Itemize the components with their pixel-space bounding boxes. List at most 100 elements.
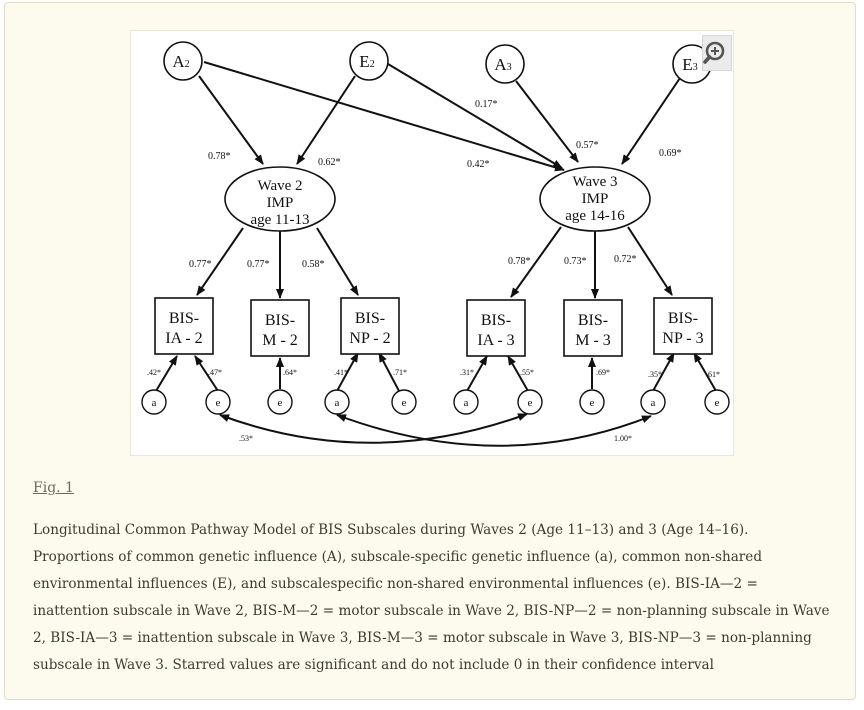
path-diagram-figure[interactable]: A2 E2 A3 E3 Wave 2 IMP age 11-13 Wave 3 … — [130, 30, 734, 456]
path-wave2-ia — [196, 227, 244, 296]
loading-label: .64* — [283, 368, 297, 377]
wave3-factor — [539, 166, 651, 232]
box-label: BIS- — [481, 312, 511, 329]
figure-link[interactable]: Fig. 1 — [33, 480, 74, 496]
wave2-line1: Wave 2 — [257, 178, 302, 194]
specific-node — [141, 389, 167, 415]
path-specific-a-np2 — [336, 352, 359, 392]
specific-node-label: e — [278, 397, 283, 409]
specific-node — [391, 389, 417, 415]
specific-node-label: e — [715, 397, 720, 409]
specific-node-label: a — [152, 397, 157, 409]
specific-node-label: e — [528, 397, 533, 409]
loading-label: .31* — [460, 368, 474, 377]
box-label: IA - 2 — [165, 330, 202, 347]
wave3-line1: Wave 3 — [572, 174, 617, 190]
wave2-factor — [224, 166, 336, 232]
specific-node — [704, 389, 730, 415]
path-e2-wave2 — [296, 75, 356, 165]
coef-a2-wave3: 0.42* — [467, 159, 490, 170]
specific-node-label: e — [590, 397, 595, 409]
coef-wave2-ia: 0.77* — [189, 259, 212, 270]
wave2-line3: age 11-13 — [250, 212, 309, 228]
path-a3-wave3 — [515, 80, 579, 163]
specific-node — [640, 389, 666, 415]
specific-node — [453, 389, 479, 415]
correlation-arc-a — [336, 414, 652, 447]
loading-label: .42* — [147, 368, 161, 377]
box-label: M - 2 — [262, 332, 298, 349]
specific-node-label: e — [216, 397, 221, 409]
specific-node — [324, 389, 350, 415]
path-wave3-np — [627, 226, 673, 296]
wave3-line3: age 14-16 — [565, 208, 625, 224]
coef-wave2-np: 0.58* — [302, 259, 325, 270]
coef-a3-wave3: 0.57* — [576, 140, 599, 151]
path-e2-wave3 — [387, 63, 563, 169]
path-specific-e-ia2 — [194, 355, 219, 392]
specific-node-label: a — [464, 397, 469, 409]
coef-wave2-m: 0.77* — [247, 259, 270, 270]
specific-node-label: a — [651, 397, 656, 409]
specific-node — [579, 389, 605, 415]
box-bis-np-3 — [653, 297, 713, 355]
zoom-button[interactable] — [702, 35, 732, 71]
path-specific-a-ia2 — [155, 355, 178, 392]
latent-a2-label: A2 — [172, 52, 189, 71]
path-specific-e-np3 — [693, 352, 717, 392]
loading-label: .71* — [393, 368, 407, 377]
coef-wave3-np: 0.72* — [614, 254, 637, 265]
path-specific-a-np3 — [652, 352, 675, 392]
coef-wave3-ia: 0.78* — [508, 256, 531, 267]
box-label: BIS- — [169, 310, 199, 327]
coef-a2-wave2: 0.78* — [208, 151, 231, 162]
specific-node — [517, 389, 543, 415]
correlation-label: 1.00* — [614, 434, 632, 443]
latent-a3-label: A3 — [494, 55, 511, 74]
box-label: IA - 3 — [477, 332, 514, 349]
specific-node — [267, 389, 293, 415]
path-specific-e-ia3 — [507, 355, 529, 392]
path-e3-wave3 — [621, 77, 681, 165]
latent-e2-label: E2 — [359, 52, 374, 71]
box-bis-ia-3 — [466, 299, 526, 357]
box-bis-m-3 — [563, 299, 623, 357]
box-label: M - 3 — [575, 332, 611, 349]
specific-node-label: e — [402, 397, 407, 409]
path-a2-wave2 — [198, 75, 264, 165]
latent-e2 — [349, 41, 389, 81]
coef-e2-wave3: 0.17* — [475, 99, 498, 110]
latent-a3 — [485, 44, 525, 84]
loading-label: .41* — [334, 368, 348, 377]
zoom-in-icon — [703, 41, 725, 64]
latent-e3-label: E3 — [682, 55, 697, 74]
loading-label: .69* — [596, 368, 610, 377]
box-label: BIS- — [668, 310, 698, 327]
path-wave2-np — [316, 227, 359, 296]
box-label: NP - 3 — [662, 330, 703, 347]
loading-label: .35* — [648, 370, 662, 379]
loading-label: .47* — [208, 368, 222, 377]
specific-node — [205, 389, 231, 415]
figure-caption: Longitudinal Common Pathway Model of BIS… — [33, 522, 830, 673]
box-bis-m-2 — [250, 299, 310, 357]
specific-node-label: a — [335, 397, 340, 409]
path-specific-e-np2 — [378, 352, 400, 392]
coef-e3-wave3: 0.69* — [659, 148, 682, 159]
box-label: NP - 2 — [349, 330, 390, 347]
wave2-line2: IMP — [267, 195, 294, 211]
path-diagram: A2 E2 A3 E3 Wave 2 IMP age 11-13 Wave 3 … — [141, 41, 730, 447]
wave3-line2: IMP — [582, 191, 609, 207]
loading-label: .55* — [520, 368, 534, 377]
correlation-label: .53* — [239, 434, 253, 443]
box-label: BIS- — [355, 310, 385, 327]
coef-e2-wave2: 0.62* — [318, 157, 341, 168]
path-wave3-ia — [510, 226, 562, 298]
box-bis-ia-2 — [154, 297, 214, 355]
correlation-arc-e — [219, 413, 528, 444]
path-specific-a-ia3 — [466, 355, 488, 392]
box-label: BIS- — [265, 312, 295, 329]
path-a2-wave3 — [203, 61, 565, 172]
coef-wave3-m: 0.73* — [564, 256, 587, 267]
box-label: BIS- — [578, 312, 608, 329]
